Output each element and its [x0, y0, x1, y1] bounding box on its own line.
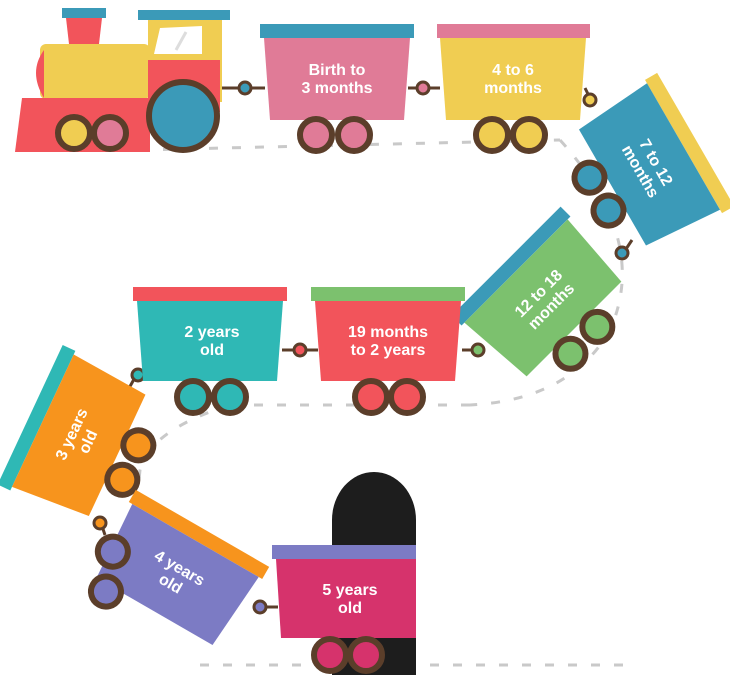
car-lid: [272, 545, 416, 559]
car-wheel: [94, 533, 131, 570]
car-label-line1: 5 years: [322, 582, 377, 599]
car-body: [96, 503, 259, 646]
locomotive-boiler: [40, 44, 150, 99]
train-car-4-years-old: 4 years old: [87, 489, 270, 646]
car-wheel: [352, 378, 390, 416]
car-wheel: [510, 116, 548, 154]
car-label-line1: 4 to 6: [492, 62, 534, 79]
car-label-line2: old: [338, 600, 362, 617]
car-body: [464, 219, 622, 377]
car-label-line1: 19 months: [348, 324, 428, 341]
car-wheel: [120, 427, 157, 464]
car-wheel: [388, 378, 426, 416]
car-wheel: [87, 573, 124, 610]
car-lid: [437, 24, 590, 38]
car-wheel: [297, 116, 335, 154]
train-car-2-years-old: 2 years old: [133, 287, 287, 416]
car-lid: [133, 287, 287, 301]
car-lid: [260, 24, 414, 38]
car-wheel: [552, 335, 589, 372]
car-label-line2: to 2 years: [351, 342, 426, 359]
car-wheel: [174, 378, 212, 416]
train-car-4-to-6-months: 4 to 6 months: [437, 24, 590, 154]
car-body: [11, 354, 146, 517]
car-wheel: [579, 308, 616, 345]
car-lid: [128, 489, 270, 579]
train-car-7-to-12-months: 7 to 12 months: [571, 72, 730, 246]
car-wheel: [590, 192, 627, 229]
car-lid: [645, 72, 730, 214]
car-wheel: [473, 116, 511, 154]
car-wheel: [311, 636, 349, 674]
car-body: [578, 83, 721, 246]
locomotive-chimney-cap: [62, 8, 106, 18]
car-label-line1: Birth to: [309, 62, 366, 79]
locomotive-roof: [138, 10, 230, 20]
car-wheel: [104, 461, 141, 498]
locomotive-wheel: [55, 114, 93, 152]
car-wheel: [335, 116, 373, 154]
car-wheel: [571, 159, 608, 196]
car-label-line2: months: [484, 80, 542, 97]
car-lid: [311, 287, 465, 301]
car-body: [315, 301, 461, 381]
train-car-12-to-18-months: 12 to 18 months: [451, 206, 622, 377]
train-car-birth-to-3-months: Birth to 3 months: [260, 24, 414, 154]
train-car-19-months-to-2-years: 19 months to 2 years: [311, 287, 465, 416]
train-car-3-years-old: 3 years old: [0, 344, 157, 517]
car-lid: [0, 344, 76, 491]
car-body: [440, 38, 586, 120]
locomotive-window: [154, 26, 202, 54]
car-wheel: [347, 636, 385, 674]
car-body: [276, 559, 416, 638]
locomotive-big-wheel: [146, 79, 220, 153]
train-car-5-years-old: 5 years old: [272, 545, 416, 674]
locomotive: [15, 8, 230, 153]
car-wheel: [211, 378, 249, 416]
coupling-knobs: [92, 80, 630, 615]
car-lid: [451, 206, 571, 326]
car-label-line2: old: [200, 342, 224, 359]
locomotive-chimney: [66, 18, 102, 44]
car-body: [264, 38, 410, 120]
car-body: [137, 301, 283, 381]
locomotive-front-cap: [36, 50, 44, 98]
car-label-line1: 2 years: [184, 324, 239, 341]
car-label-line2: 3 months: [301, 80, 372, 97]
locomotive-wheel: [91, 114, 129, 152]
